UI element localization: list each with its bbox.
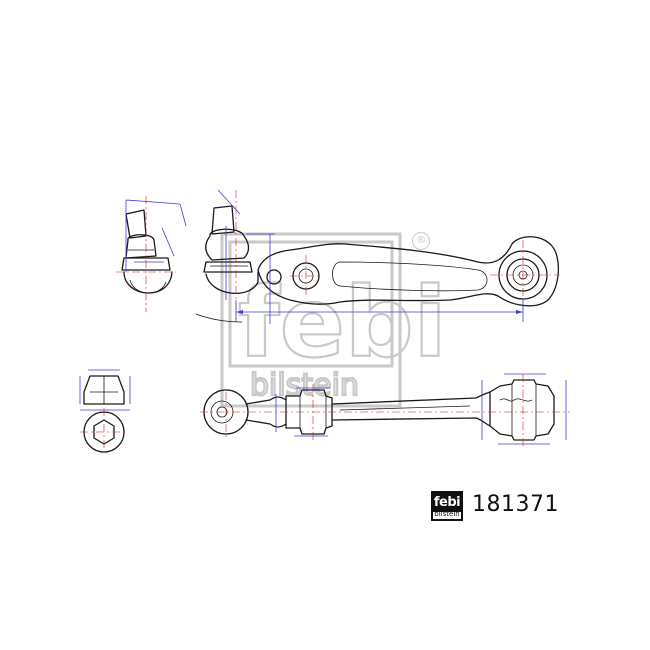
logo-bilstein-text: bilstein	[434, 510, 460, 518]
ball-joint-nut	[203, 261, 253, 273]
watermark-logo: febi bilstein	[220, 232, 448, 408]
watermark-febi: febi	[238, 267, 447, 379]
arm-front-view	[200, 373, 570, 446]
watermark-bilstein: bilstein	[250, 368, 359, 403]
febi-bilstein-logo: febi bilstein	[431, 491, 463, 521]
front-bushing-wave	[499, 398, 533, 402]
arm-small-hole	[266, 269, 282, 285]
detail-collar	[121, 257, 171, 271]
arm-rib	[332, 261, 488, 292]
detail-stud	[125, 209, 147, 239]
detail-dim-slope	[179, 203, 187, 227]
front-arm-top	[331, 391, 491, 405]
ball-joint-stud	[211, 205, 235, 235]
detail-ball-inner	[129, 279, 167, 294]
ball-joint-detail	[116, 196, 187, 312]
watermark-inner-frame	[228, 240, 394, 368]
nut-side-view	[83, 375, 125, 405]
logo-febi-text: febi	[433, 493, 461, 512]
dimension-arrow-left	[236, 310, 243, 314]
detail-dim-taper	[161, 227, 175, 257]
front-arm-rib	[339, 405, 471, 411]
arm-outline	[257, 236, 559, 307]
front-outer-bushing	[489, 379, 555, 441]
ball-joint-housing	[205, 271, 259, 294]
front-neck-bottom	[245, 419, 287, 428]
front-arm-bottom	[331, 417, 491, 427]
front-neck-top	[245, 396, 287, 405]
detail-dim-top	[125, 199, 181, 205]
watermark-frame	[220, 232, 402, 408]
arm-swing-arc	[195, 313, 243, 323]
part-number: 181371	[472, 492, 559, 517]
dimension-arrow-right	[516, 310, 523, 314]
arm-top-view	[195, 189, 560, 324]
registered-mark: ®	[412, 232, 430, 250]
nut-detail	[79, 369, 131, 456]
detail-nut	[125, 234, 157, 259]
dimension-stud-angle	[217, 189, 241, 215]
